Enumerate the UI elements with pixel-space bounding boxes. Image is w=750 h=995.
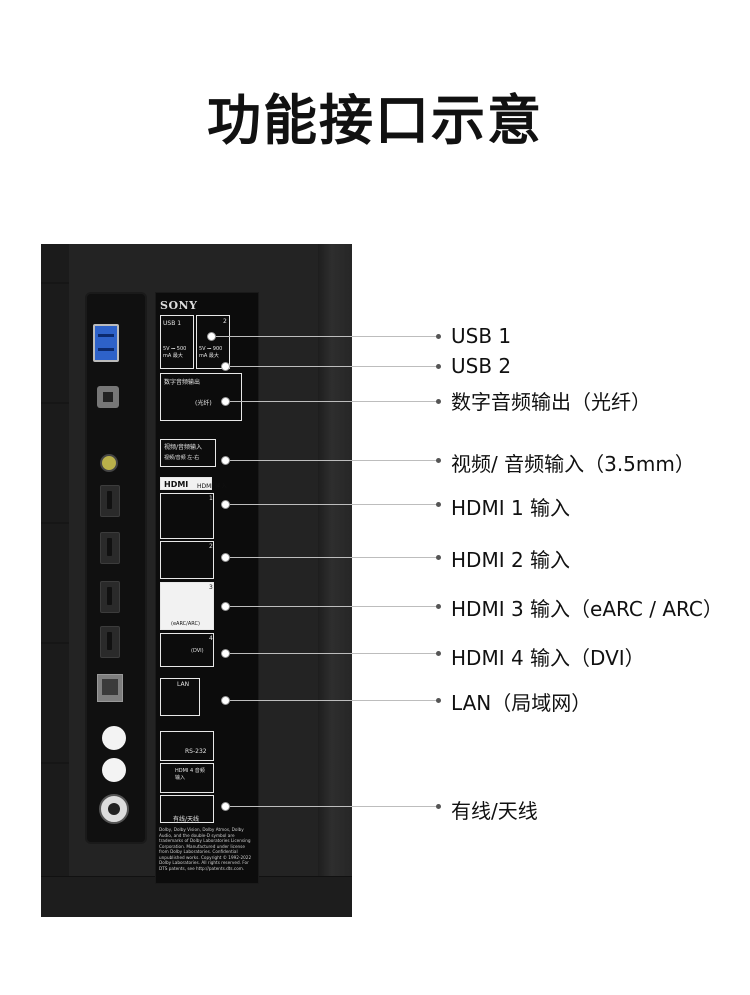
tv-side-edge	[318, 244, 352, 917]
hdmi-port-1-icon	[100, 485, 120, 517]
callout-origin-dot	[221, 397, 230, 406]
connector-column	[87, 294, 145, 842]
callout-line	[226, 606, 438, 607]
fine-print: Dolby, Dolby Vision, Dolby Atmos, Dolby …	[159, 827, 252, 871]
callout-label: HDMI 1 输入	[451, 496, 571, 520]
rs232-cap-icon	[102, 726, 126, 750]
optical-port-icon	[97, 386, 119, 408]
antenna-label-box: 有线/天线	[160, 795, 214, 823]
hdmi-header: HDMI 输入	[197, 483, 227, 490]
callout-end-dot	[436, 399, 441, 404]
audio-cap-icon	[102, 758, 126, 782]
callout-line	[226, 401, 438, 402]
callout-label: 数字音频输出（光纤）	[451, 390, 651, 414]
callout-end-dot	[436, 698, 441, 703]
hdmi-logo: HDMI	[164, 480, 189, 489]
callout-line	[226, 653, 438, 654]
callout-origin-dot	[207, 332, 216, 341]
optical-label: 数字音频输出	[164, 379, 201, 386]
usb-port-icon	[93, 324, 119, 362]
callout-end-dot	[436, 651, 441, 656]
hdmi1-num: 1	[209, 495, 213, 502]
hdmi3-label-box: 3 (eARC/ARC)	[160, 582, 214, 630]
hdmi4-num: 4	[209, 635, 213, 642]
hdmi2-label-box: 2	[160, 541, 214, 579]
hdmi4-label-box: 4 (DVI)	[160, 633, 214, 667]
callout-label: LAN（局域网）	[451, 691, 592, 715]
av-label-box: 视频/音频输入 视频/音频 左-右	[160, 439, 216, 467]
av-label: 视频/音频输入	[164, 444, 203, 451]
callout-origin-dot	[221, 696, 230, 705]
callout-label: HDMI 3 输入（eARC / ARC）	[451, 597, 723, 621]
callout-line	[226, 806, 438, 807]
callout-line	[226, 504, 438, 505]
callout-label: 有线/天线	[451, 799, 538, 823]
hdmi-header-box: HDMI HDMI 输入	[160, 477, 227, 490]
callout-origin-dot	[221, 456, 230, 465]
callout-label: HDMI 2 输入	[451, 548, 571, 572]
callout-end-dot	[436, 458, 441, 463]
callout-origin-dot	[221, 362, 230, 371]
hdmi-port-4-icon	[100, 626, 120, 658]
callout-end-dot	[436, 334, 441, 339]
usb2-badge: 2	[223, 318, 227, 325]
hdmi4-sub: (DVI)	[191, 648, 204, 654]
port-label-panel: SONY USB 1 5V ⎓ 500 mA 最大 2 5V ⎓ 900 mA …	[155, 292, 259, 884]
callout-origin-dot	[221, 602, 230, 611]
callout-end-dot	[436, 555, 441, 560]
rs232-label-box: RS-232	[160, 731, 214, 761]
hdmi3-sub: (eARC/ARC)	[171, 621, 200, 627]
callout-label: USB 2	[451, 354, 512, 378]
callout-end-dot	[436, 604, 441, 609]
panel-groove	[41, 282, 69, 284]
coax-port-icon	[99, 794, 129, 824]
callout-line	[212, 336, 438, 337]
usb1-badge: USB 1	[163, 320, 182, 327]
optical-label-box: 数字音频输出 (光纤)	[160, 373, 242, 421]
panel-ridge	[41, 244, 69, 917]
rs232-label: RS-232	[185, 748, 207, 755]
usb1-power: 5V ⎓ 500 mA 最大	[163, 346, 187, 359]
callout-line	[226, 700, 438, 701]
callout-label: USB 1	[451, 324, 512, 348]
usb2-power: 5V ⎓ 900 mA 最大	[199, 346, 223, 359]
callout-label: 视频/ 音频输入（3.5mm）	[451, 452, 695, 476]
usb1-label-box: USB 1 5V ⎓ 500 mA 最大	[160, 315, 194, 369]
callout-origin-dot	[221, 802, 230, 811]
callout-end-dot	[436, 502, 441, 507]
callout-origin-dot	[221, 553, 230, 562]
callout-end-dot	[436, 804, 441, 809]
tv-back-panel-photo: SONY USB 1 5V ⎓ 500 mA 最大 2 5V ⎓ 900 mA …	[41, 244, 352, 917]
optical-sub: (光纤)	[195, 400, 212, 407]
lan-label: LAN	[177, 681, 190, 688]
hdmi-port-2-icon	[100, 532, 120, 564]
antenna-label: 有线/天线	[173, 816, 200, 823]
av-sub: 视频/音频 左-右	[164, 455, 200, 461]
lan-port-icon	[97, 674, 123, 702]
callout-line	[226, 460, 438, 461]
av-jack-icon	[100, 454, 118, 472]
usb2-label-box: 2 5V ⎓ 900 mA 最大	[196, 315, 230, 369]
callout-line	[226, 557, 438, 558]
page-title: 功能接口示意	[207, 89, 543, 152]
callout-origin-dot	[221, 500, 230, 509]
callout-line	[226, 366, 438, 367]
hdmi-port-3-icon	[100, 581, 120, 613]
panel-groove	[41, 762, 69, 764]
panel-groove	[41, 402, 69, 404]
brand-logo: SONY	[160, 299, 198, 312]
callout-label: HDMI 4 输入（DVI）	[451, 646, 645, 670]
panel-groove	[41, 642, 69, 644]
hdmi3-num: 3	[209, 584, 213, 591]
hdmi2-num: 2	[209, 543, 213, 550]
callout-origin-dot	[221, 649, 230, 658]
callout-end-dot	[436, 364, 441, 369]
lan-label-box: LAN	[160, 678, 200, 716]
hdmi4-audio-label: HDMI 4 音频 输入	[175, 768, 205, 781]
hdmi1-label-box: 1	[160, 493, 214, 539]
hdmi4-audio-box: HDMI 4 音频 输入	[160, 763, 214, 793]
panel-groove	[41, 522, 69, 524]
